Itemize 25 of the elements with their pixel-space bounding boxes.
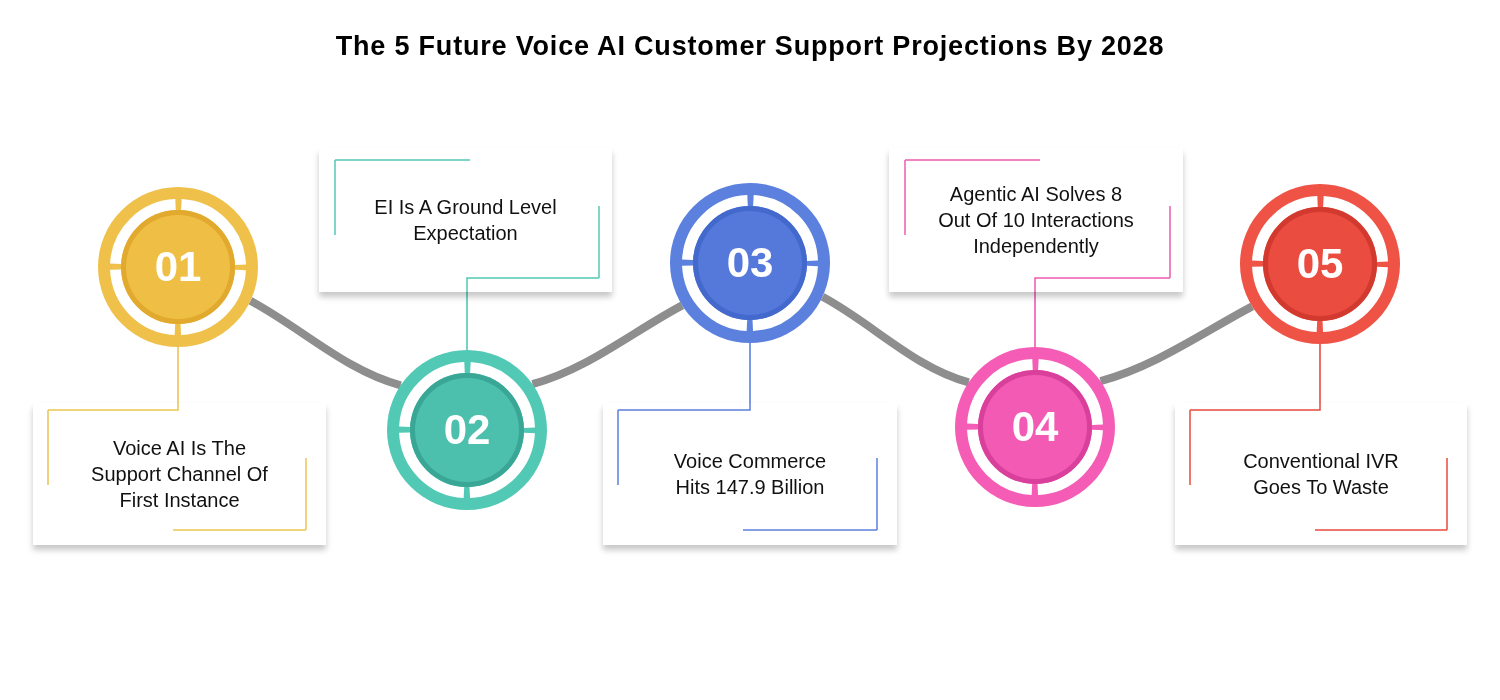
step-number: 01 bbox=[154, 246, 202, 288]
card-text: Conventional IVR Goes To Waste bbox=[1242, 449, 1400, 500]
step-number: 05 bbox=[1296, 243, 1344, 285]
leader-line bbox=[466, 291, 468, 351]
wave-connector bbox=[248, 297, 402, 390]
step-number: 02 bbox=[443, 409, 491, 451]
card-text: EI Is A Ground Level Expectation bbox=[373, 195, 558, 246]
text-card bbox=[889, 148, 1183, 292]
text-card bbox=[1175, 403, 1467, 545]
card-text: Voice Commerce Hits 147.9 Billion bbox=[672, 449, 828, 500]
leader-line bbox=[177, 346, 179, 404]
text-card bbox=[603, 403, 897, 545]
step-number: 04 bbox=[1011, 406, 1059, 448]
leader-line bbox=[1319, 343, 1321, 404]
wave-connector bbox=[531, 301, 685, 388]
text-card bbox=[319, 148, 612, 292]
wave-connector bbox=[1099, 302, 1255, 385]
text-card bbox=[33, 403, 326, 545]
title: The 5 Future Voice AI Customer Support Projections By 2028 bbox=[335, 30, 1165, 62]
card-text: Agentic AI Solves 8 Out Of 10 Interactions Independently bbox=[937, 182, 1135, 259]
leader-line bbox=[749, 342, 751, 404]
wave-connector bbox=[820, 293, 970, 387]
step-number: 03 bbox=[726, 242, 774, 284]
leader-line bbox=[1034, 291, 1036, 348]
card-text: Voice AI Is The Support Channel Of First Instance bbox=[90, 436, 269, 513]
